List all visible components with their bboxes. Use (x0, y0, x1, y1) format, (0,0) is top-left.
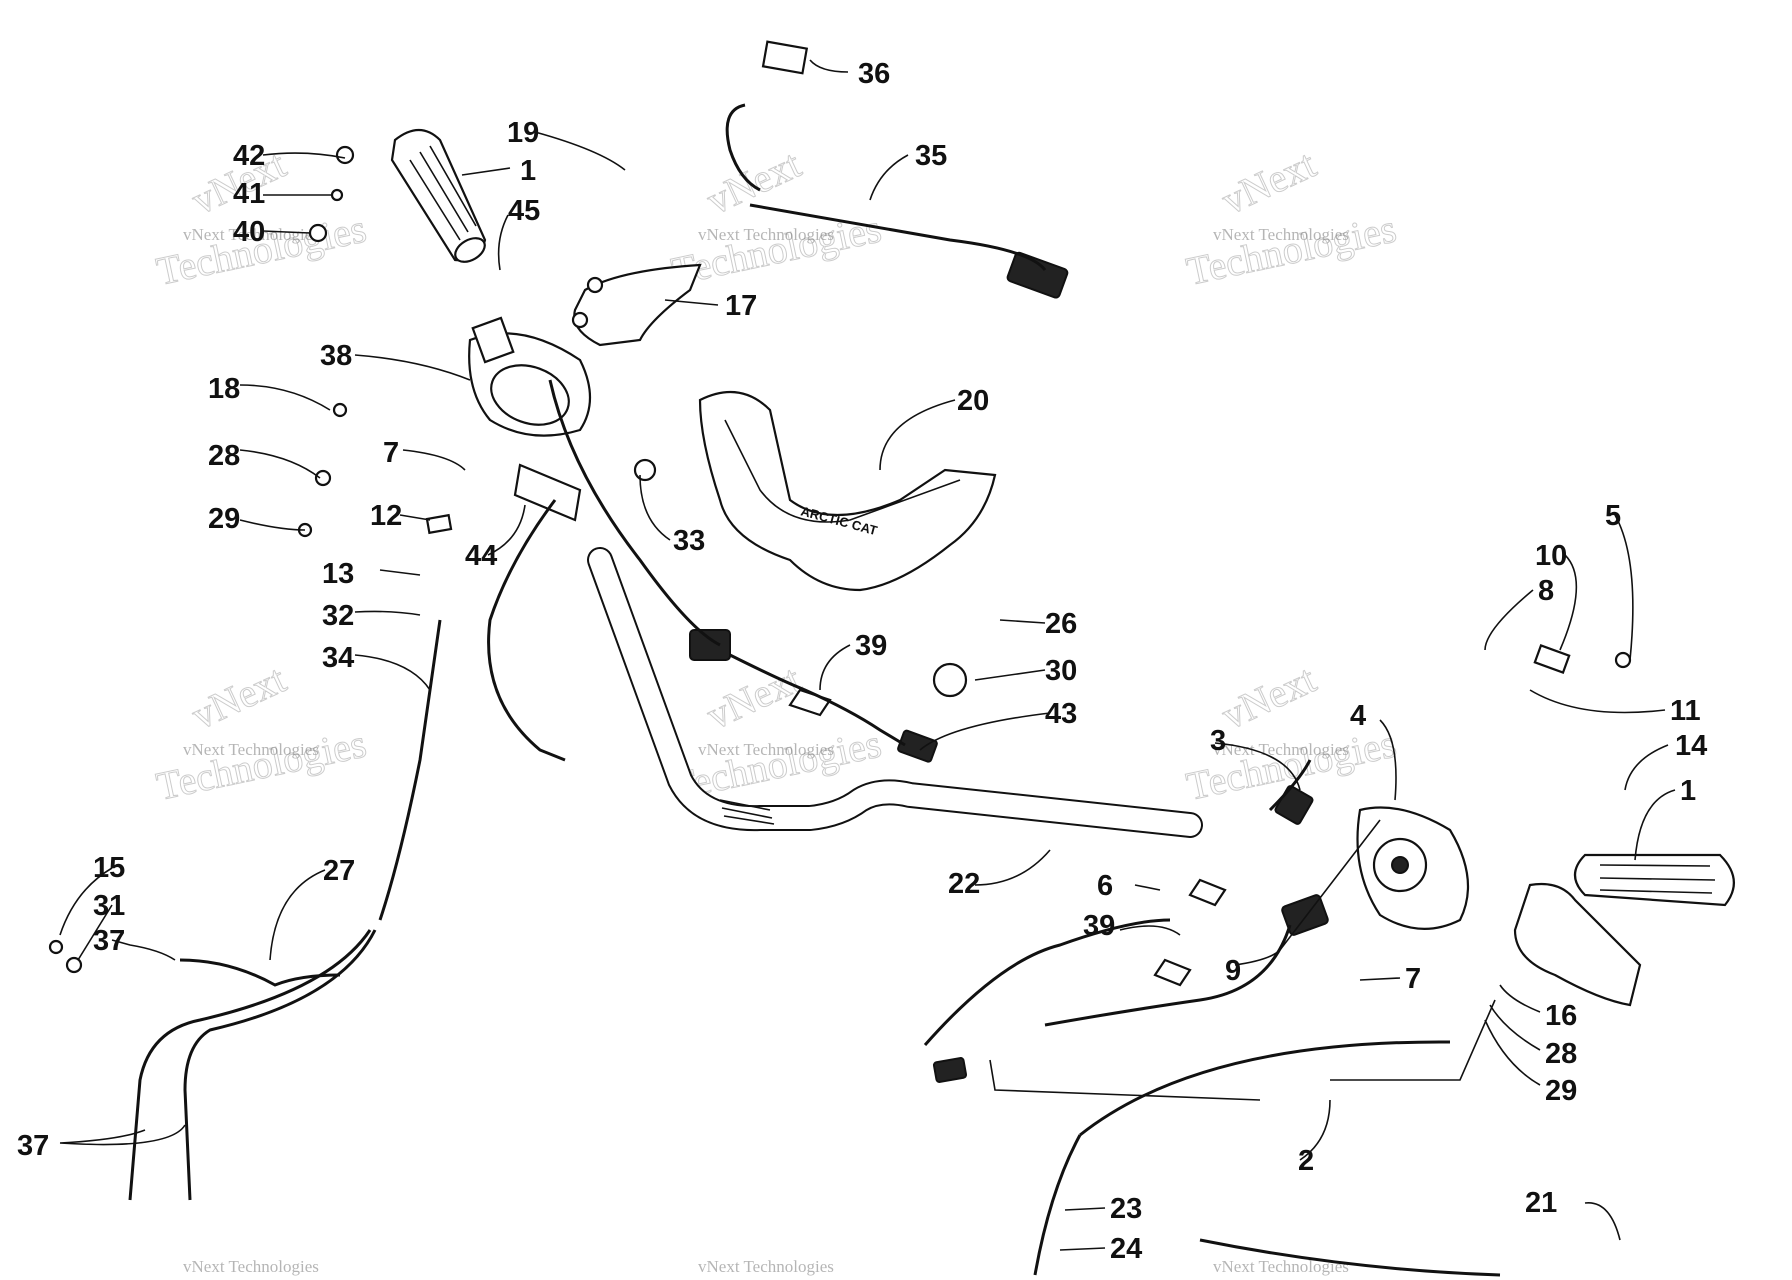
callout-3: 3 (1210, 725, 1226, 757)
callout-10: 10 (1535, 540, 1567, 572)
callout-19: 19 (507, 117, 539, 149)
callout-1: 1 (520, 155, 536, 187)
callout-28: 28 (208, 440, 240, 472)
right-switch-housing (1356, 806, 1470, 930)
callout-31: 31 (93, 890, 125, 922)
svg-text:Technologies: Technologies (668, 206, 885, 294)
svg-text:Technologies: Technologies (1183, 206, 1400, 294)
watermark: vNext Technologies vNext Technologies (667, 141, 885, 295)
callouts: 36 35 19 1 42 41 40 45 17 38 18 28 7 29 … (17, 58, 1707, 1265)
svg-text:vNext Technologies: vNext Technologies (1213, 1257, 1349, 1276)
callout-13: 13 (322, 558, 354, 590)
svg-text:vNext Technologies: vNext Technologies (183, 1257, 319, 1276)
callout-37-bottom: 37 (17, 1130, 49, 1162)
callout-28-right: 28 (1545, 1038, 1577, 1070)
callout-21: 21 (1525, 1187, 1557, 1219)
callout-35: 35 (915, 140, 947, 172)
callout-18: 18 (208, 373, 240, 405)
callout-26: 26 (1045, 608, 1077, 640)
svg-text:vNext Technologies: vNext Technologies (698, 1257, 834, 1276)
svg-text:vNext: vNext (1215, 656, 1323, 738)
svg-text:vNext Technologies: vNext Technologies (1213, 740, 1349, 759)
svg-text:Technologies: Technologies (153, 721, 370, 809)
svg-text:vNext Technologies: vNext Technologies (183, 225, 319, 244)
callout-4: 4 (1350, 700, 1366, 732)
callout-2: 2 (1298, 1145, 1314, 1177)
throttle-lever (571, 263, 702, 347)
callout-38: 38 (320, 340, 352, 372)
callout-17: 17 (725, 290, 757, 322)
callout-8: 8 (1538, 575, 1554, 607)
small-parts (48, 40, 1632, 1083)
callout-7: 7 (383, 437, 399, 469)
callout-41: 41 (233, 178, 265, 210)
brake-lever (1513, 882, 1642, 1007)
callout-32: 32 (322, 600, 354, 632)
callout-37: 37 (93, 925, 125, 957)
watermark: vNext Technologies vNext Technologies vN… (183, 1257, 1349, 1276)
svg-text:vNext Technologies: vNext Technologies (698, 740, 834, 759)
callout-11: 11 (1670, 695, 1701, 727)
callout-24: 24 (1110, 1233, 1142, 1265)
cables (128, 103, 1501, 1277)
callout-15: 15 (93, 852, 125, 884)
callout-7-right: 7 (1405, 963, 1421, 995)
callout-43: 43 (1045, 698, 1077, 730)
left-switch-housing (468, 316, 591, 437)
leader-lines (59, 59, 1676, 1251)
callout-22: 22 (948, 868, 980, 900)
svg-text:vNext Technologies: vNext Technologies (1213, 225, 1349, 244)
callout-29-right: 29 (1545, 1075, 1577, 1107)
svg-text:vNext: vNext (185, 656, 293, 738)
handlebar (587, 547, 1203, 838)
callout-29: 29 (208, 503, 240, 535)
callout-20: 20 (957, 385, 989, 417)
callout-44: 44 (465, 540, 497, 572)
callout-12: 12 (370, 500, 402, 532)
left-grip (390, 128, 487, 263)
callout-6: 6 (1097, 870, 1113, 902)
callout-45: 45 (508, 195, 540, 227)
callout-27: 27 (323, 855, 355, 887)
callout-39-right: 39 (1083, 910, 1115, 942)
callout-23: 23 (1110, 1193, 1142, 1225)
callout-5: 5 (1605, 500, 1621, 532)
handlebar-pad: ARCTIC CAT (698, 390, 997, 592)
watermark: vNext Technologies vNext Technologies (1182, 141, 1400, 295)
callout-16: 16 (1545, 1000, 1577, 1032)
callout-39: 39 (855, 630, 887, 662)
callout-34: 34 (322, 642, 354, 674)
right-grip (1573, 853, 1735, 907)
svg-text:vNext: vNext (700, 656, 808, 738)
callout-40: 40 (233, 216, 265, 248)
callout-9: 9 (1225, 955, 1241, 987)
callout-1-right: 1 (1680, 775, 1696, 807)
callout-14: 14 (1675, 730, 1707, 762)
callout-30: 30 (1045, 655, 1077, 687)
callout-36: 36 (858, 58, 890, 90)
svg-text:vNext: vNext (1215, 141, 1323, 223)
svg-text:vNext Technologies: vNext Technologies (698, 225, 834, 244)
callout-33: 33 (673, 525, 705, 557)
svg-text:vNext Technologies: vNext Technologies (183, 740, 319, 759)
callout-42: 42 (233, 140, 265, 172)
watermark-group: vNext Technologies vNext Technologies vN… (152, 141, 1400, 1276)
watermark: vNext Technologies vNext Technologies (152, 656, 370, 810)
